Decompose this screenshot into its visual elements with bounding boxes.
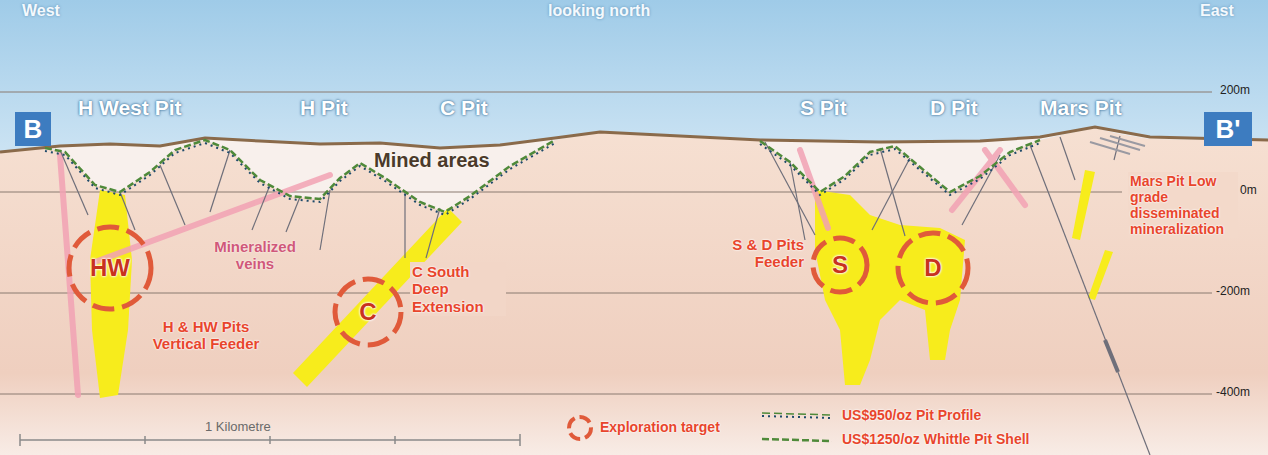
pit-name: Mars Pit [1040, 96, 1122, 120]
drill-hole [286, 197, 300, 232]
legend-shell-sample [762, 439, 832, 441]
feeder-body [1072, 170, 1095, 240]
legend-profile-sample [762, 413, 832, 415]
target-letter: HW [90, 254, 130, 282]
drill-hole [426, 208, 440, 258]
exploration-target: D [895, 230, 971, 306]
drill-hole [120, 192, 135, 230]
legend-text: US$1250/oz Whittle Pit Shell [842, 431, 1030, 447]
grid-line [0, 394, 1212, 395]
exploration-target: S [810, 235, 870, 295]
target-note: Mars Pit Low grade disseminated minerali… [1128, 172, 1238, 238]
marker-letter: B [24, 114, 43, 145]
target-ring [813, 238, 867, 292]
feeder-body [90, 190, 132, 398]
drill-hole [160, 165, 185, 225]
scale-tick [269, 436, 271, 444]
pit-profile [45, 143, 1040, 215]
drill-hole [1060, 137, 1075, 180]
drill-intercept [1105, 340, 1118, 372]
pit-name: D Pit [930, 96, 978, 120]
elevation-label: -200m [1216, 285, 1250, 299]
grid-line [0, 192, 1122, 193]
drill-hole [765, 142, 815, 235]
view-label: West [22, 2, 60, 20]
section-end-marker: B' [1204, 112, 1252, 146]
pit-name: C Pit [440, 96, 488, 120]
view-label: East [1200, 2, 1234, 20]
mars-hatch [1090, 136, 1145, 154]
veins-label: Mineralized veins [200, 238, 310, 273]
target-ring [335, 279, 401, 345]
scale-tick [19, 434, 21, 446]
drill-hole [872, 158, 910, 230]
feeder-body [815, 190, 965, 385]
legend-text: US$950/oz Pit Profile [842, 407, 981, 423]
target-letter: C [359, 298, 376, 326]
scale-tick [144, 436, 146, 444]
elevation-label: 200m [1220, 84, 1250, 98]
drill-hole [404, 192, 405, 258]
scale-bar [20, 434, 520, 446]
mineralized-veins [60, 150, 1025, 395]
drill-hole [210, 150, 230, 212]
section-end-marker: B [15, 112, 51, 146]
elevation-label: -400m [1216, 386, 1250, 400]
target-letter: S [832, 251, 848, 279]
pit-name: H West Pit [78, 96, 181, 120]
ground [0, 128, 1268, 455]
legend-profile-sample [762, 416, 832, 418]
grid-line [0, 92, 1212, 93]
target-letter: D [924, 254, 941, 282]
legend-target-sample [569, 417, 591, 439]
drill-hole [252, 185, 270, 230]
drill-hole [60, 150, 88, 215]
exploration-target: C [332, 276, 404, 348]
feeder-body [1088, 250, 1113, 300]
target-note: H & HW Pits Vertical Feeder [140, 318, 272, 353]
target-ring [898, 233, 968, 303]
target-note: S & D Pits Feeder [700, 236, 804, 271]
legend-text: Exploration target [600, 419, 720, 435]
pit-name: H Pit [300, 96, 348, 120]
exploration-target: HW [66, 224, 154, 312]
mined-area [0, 127, 1268, 212]
original-topography [0, 127, 1268, 152]
pit-name: S Pit [800, 96, 847, 120]
scale-tick [519, 434, 521, 446]
target-ring [69, 227, 151, 309]
grid-line [0, 293, 1212, 294]
scale-tick [394, 436, 396, 444]
mined-areas-label: Mined areas [374, 149, 490, 172]
target-note: C South Deep Extension [410, 262, 506, 316]
elevation-label: 0m [1240, 184, 1257, 198]
drill-holes [60, 136, 1150, 455]
scale-label: 1 Kilometre [205, 420, 271, 435]
marker-letter: B' [1216, 114, 1241, 145]
view-label: looking north [548, 2, 650, 20]
